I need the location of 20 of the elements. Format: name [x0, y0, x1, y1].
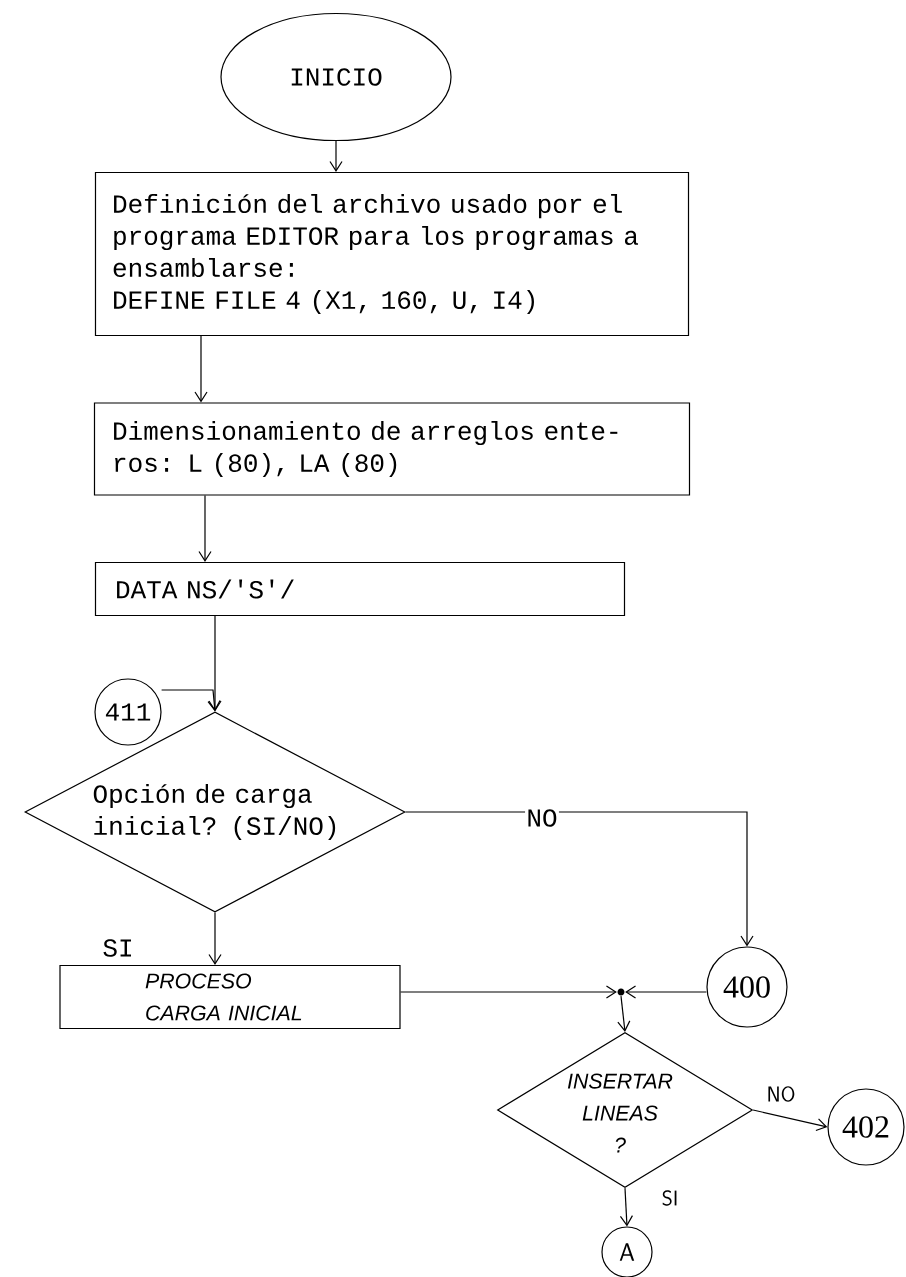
arrow [161, 689, 221, 712]
arrow [405, 811, 754, 947]
edge-label: NO [525, 807, 559, 829]
arrow [625, 985, 707, 999]
arrow [329, 140, 343, 172]
process-box: Dimensionamiento de arreglos ente-ros: L (80), LA (80) [93, 402, 691, 496]
edge-label: NO [765, 1084, 797, 1104]
edge-label: SI [660, 1188, 680, 1208]
edge-label: SI [101, 937, 135, 959]
arrow [752, 1109, 828, 1132]
process-box: PROCESO CARGA INICIAL [59, 964, 401, 1030]
arrow [208, 912, 222, 965]
process-box: DATA NS/'S'/ [94, 561, 626, 617]
arrow [617, 995, 631, 1032]
arrow [619, 1187, 634, 1227]
arrow [400, 985, 617, 999]
arrow [198, 495, 212, 562]
process-box: Definición del archivo usado por el programa EDITOR para los programas a ensamblarse: DEFINE FILE 4 (X1, 160, U, I4) [94, 171, 690, 337]
arrow [208, 615, 222, 712]
arrow [194, 335, 208, 403]
